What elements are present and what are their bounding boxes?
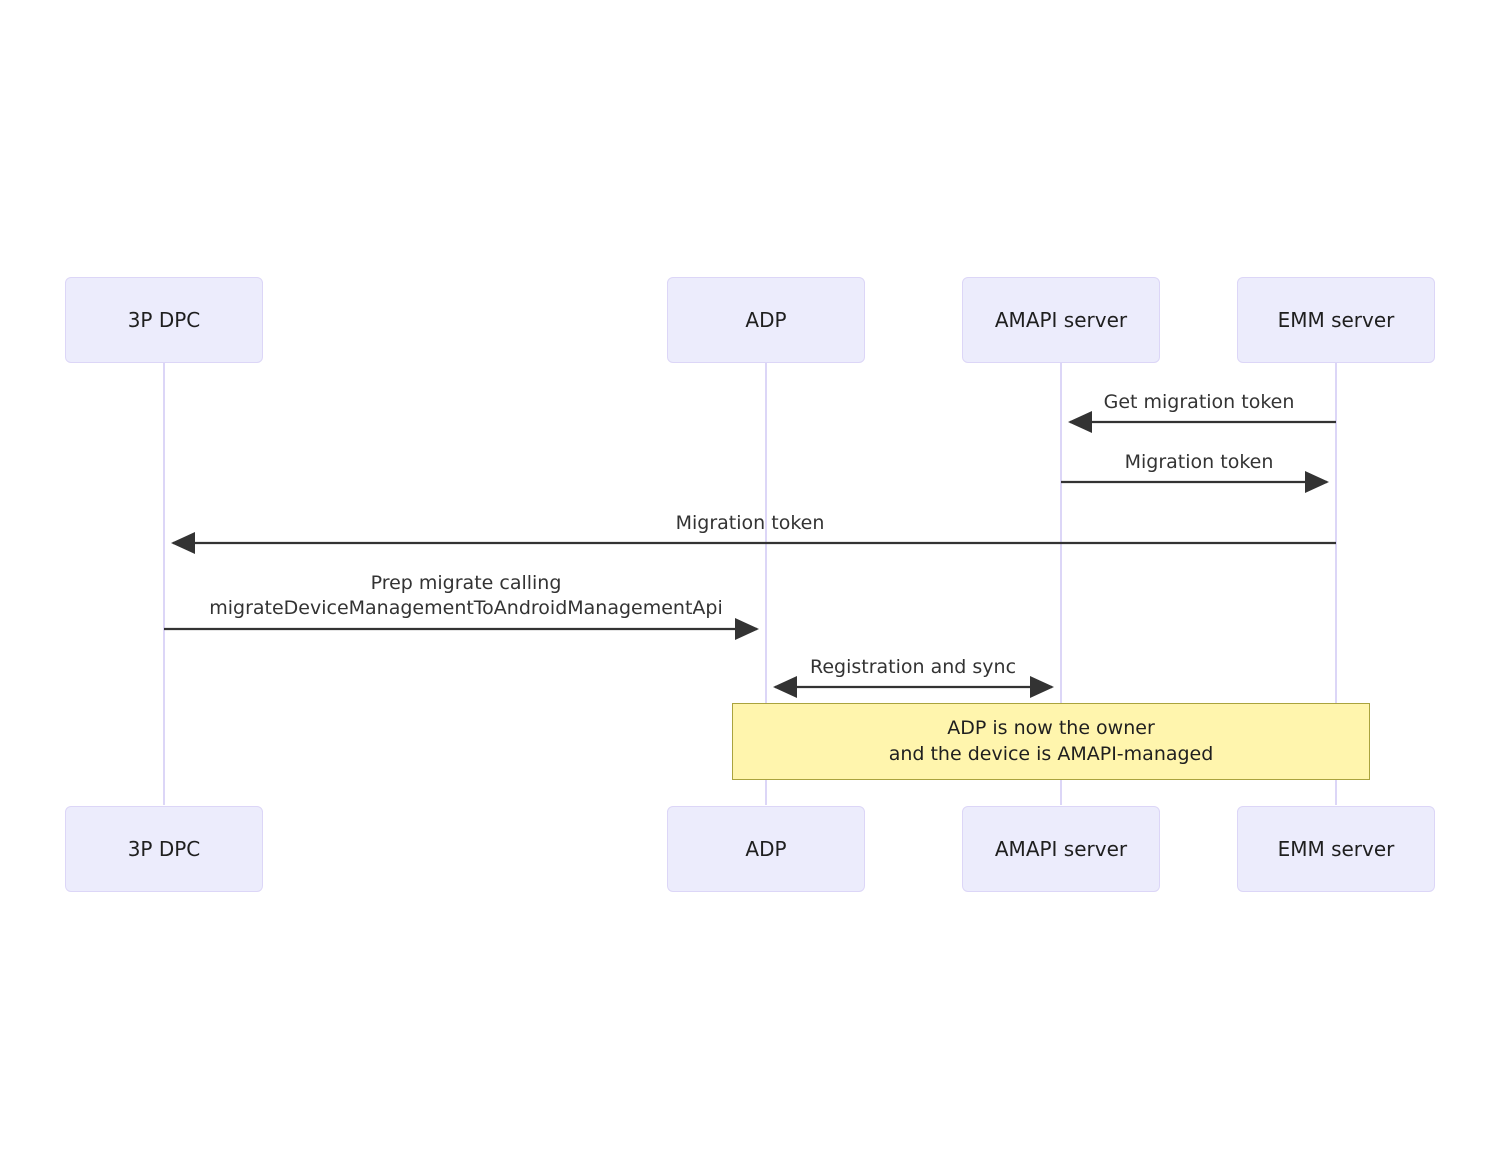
actor-label-amapi-bottom: AMAPI server xyxy=(994,837,1128,861)
actor-box-bottom-amapi[interactable]: AMAPI server xyxy=(962,806,1160,892)
actor-box-top-dpc[interactable]: 3P DPC xyxy=(65,277,263,363)
actor-label-dpc-bottom: 3P DPC xyxy=(127,837,201,861)
actor-label-adp: ADP xyxy=(745,308,787,332)
actor-label-adp-bottom: ADP xyxy=(745,837,787,861)
note-line1: ADP is now the owner xyxy=(947,716,1155,739)
message-label-registration-and-sync: Registration and sync xyxy=(810,655,1016,680)
message-text-line2: migrateDeviceManagementToAndroidManageme… xyxy=(209,596,723,619)
message-label-migration-token-to-emm: Migration token xyxy=(1125,450,1274,475)
message-text: Migration token xyxy=(675,512,825,534)
message-label-migration-token-to-dpc: Migration token xyxy=(676,511,825,536)
message-text: Get migration token xyxy=(1103,391,1295,413)
actor-box-top-amapi[interactable]: AMAPI server xyxy=(962,277,1160,363)
actor-box-bottom-adp[interactable]: ADP xyxy=(667,806,865,892)
message-text: Migration token xyxy=(1124,451,1274,473)
actor-box-bottom-emm[interactable]: EMM server xyxy=(1237,806,1435,892)
actor-box-top-adp[interactable]: ADP xyxy=(667,277,865,363)
actor-box-top-emm[interactable]: EMM server xyxy=(1237,277,1435,363)
message-text: Registration and sync xyxy=(809,656,1017,678)
actor-box-bottom-dpc[interactable]: 3P DPC xyxy=(65,806,263,892)
note-ownership: ADP is now the owner and the device is A… xyxy=(732,703,1370,780)
actor-label-emm-bottom: EMM server xyxy=(1277,837,1395,861)
actor-label-dpc: 3P DPC xyxy=(127,308,201,332)
note-line2: and the device is AMAPI-managed xyxy=(888,742,1214,765)
message-text-line1: Prep migrate calling xyxy=(370,572,562,594)
message-label-get-migration-token: Get migration token xyxy=(1104,390,1295,415)
actor-label-amapi: AMAPI server xyxy=(994,308,1128,332)
message-label-prep-migrate: Prep migrate calling migrateDeviceManage… xyxy=(209,571,723,620)
actor-label-emm: EMM server xyxy=(1277,308,1395,332)
